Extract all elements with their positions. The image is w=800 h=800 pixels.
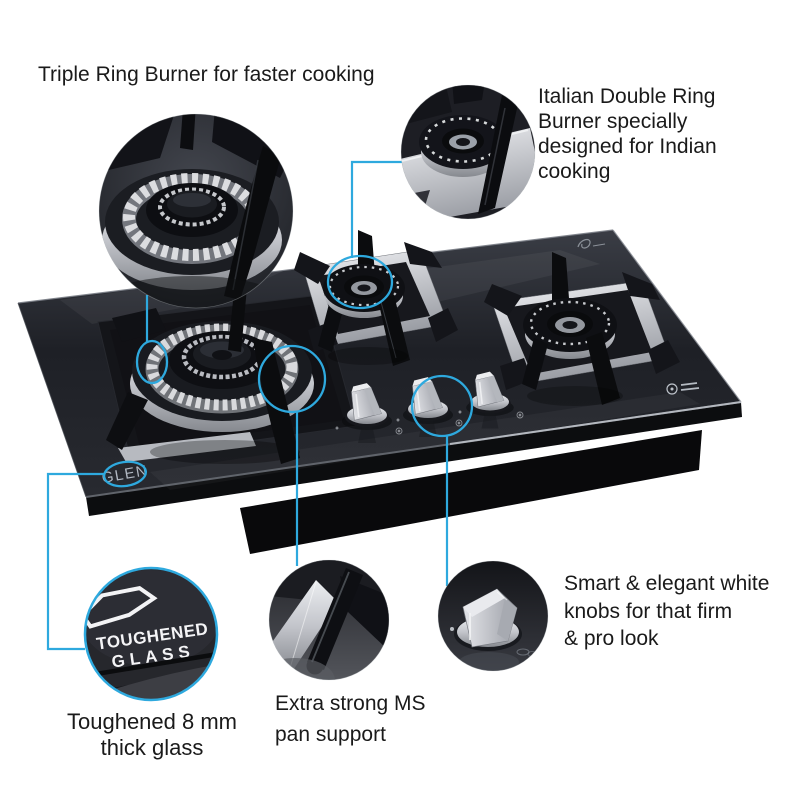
connector-double-ring xyxy=(350,160,402,258)
highlight-pan-support xyxy=(257,344,327,414)
right-burner xyxy=(484,252,680,406)
control-knobs xyxy=(335,369,524,444)
brand-script-mark-icon xyxy=(577,238,606,249)
knob-markings xyxy=(335,410,524,435)
knob-zoom-photo xyxy=(438,561,548,671)
toughened-glass-badge: TOUGHENED GLASS xyxy=(85,568,217,700)
highlight-triple-ring xyxy=(135,339,169,385)
caption-line: Triple Ring Burner for faster cooking xyxy=(38,63,375,86)
caption-line: designed for Indian xyxy=(538,135,717,158)
caption-line: Smart & elegant white xyxy=(564,572,770,595)
pan-support-arm xyxy=(586,332,620,405)
connector-glass xyxy=(46,472,104,651)
pan-support-zoom-photo xyxy=(269,560,389,680)
highlight-knob xyxy=(410,374,474,438)
hob-base xyxy=(240,430,702,554)
pan-support-arm xyxy=(253,338,300,464)
caption-triple-ring: Triple Ring Burner for faster cooking xyxy=(38,62,375,88)
feature-highlights xyxy=(102,254,474,488)
caption-line: Toughened 8 mm xyxy=(67,709,237,734)
caption-pan-support: Extra strong MS pan support xyxy=(275,688,426,750)
certification-mark-icon xyxy=(666,382,700,395)
pan-support-arm xyxy=(552,252,570,312)
caption-toughened-glass: Toughened 8 mm thick glass xyxy=(40,709,264,761)
caption-line: & pro look xyxy=(564,627,659,650)
caption-line: pan support xyxy=(275,723,386,746)
caption-line: Extra strong MS xyxy=(275,692,426,715)
highlight-double-ring xyxy=(326,254,394,310)
caption-knobs: Smart & elegant white knobs for that fir… xyxy=(564,570,769,653)
caption-double-ring: Italian Double Ring Burner specially des… xyxy=(538,84,717,184)
caption-line: Burner specially xyxy=(538,110,688,133)
pan-support-arm xyxy=(378,295,410,366)
glass-side-edge xyxy=(86,402,742,516)
caption-line: Italian Double Ring xyxy=(538,85,716,108)
triple-ring-zoom-photo xyxy=(99,114,293,308)
left-burner xyxy=(97,272,357,464)
badge-border xyxy=(83,566,219,702)
middle-burner xyxy=(294,230,458,366)
caption-line: knobs for that firm xyxy=(564,599,733,623)
caption-line: thick glass xyxy=(100,735,204,760)
callout-connectors xyxy=(46,160,449,651)
caption-line: cooking xyxy=(538,160,611,183)
double-ring-zoom-photo xyxy=(401,85,535,219)
glass-shard-icon xyxy=(85,586,158,629)
highlight-brand xyxy=(102,460,148,488)
